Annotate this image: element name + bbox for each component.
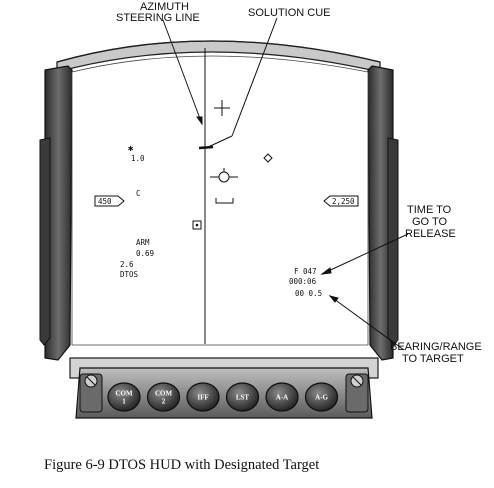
hud-star-value: 1.0	[131, 154, 145, 163]
azimuth-callout-line2: STEERING LINE	[116, 12, 200, 24]
panel-button-a-g[interactable]: A-G	[304, 382, 339, 412]
figure-caption: Figure 6-9 DTOS HUD with Designated Targ…	[44, 457, 319, 473]
panel-button-lst[interactable]: LST	[225, 382, 260, 412]
horizon-bracket	[215, 198, 234, 204]
left-knob[interactable]	[79, 373, 103, 413]
arm-label: ARM	[136, 238, 150, 247]
hud-star-symbol: ✱	[128, 144, 134, 154]
target-box	[192, 220, 202, 230]
target-designator-diamond	[263, 153, 273, 163]
left-frame-post	[44, 65, 73, 361]
release-f-value: F 047	[294, 267, 317, 276]
combiner-glass	[71, 55, 369, 346]
control-panel	[69, 357, 379, 419]
panel-button-label: IFF	[197, 394, 208, 402]
bearing-range-value: 00 0.5	[295, 289, 322, 298]
arm-value-2: 2.6	[120, 260, 134, 269]
callout-leaders	[162, 17, 409, 351]
right-knob[interactable]	[345, 373, 369, 413]
hud-c-label: C	[136, 189, 141, 198]
airspeed-value: 450	[98, 197, 112, 206]
time-callout-line1: TIME TO	[407, 204, 452, 216]
bearing-callout-line2: TO TARGET	[402, 353, 464, 365]
altitude-box	[323, 195, 359, 207]
panel-button-label: A-G	[315, 394, 328, 402]
time-callout-line3: RELEASE	[405, 228, 456, 240]
panel-button-a-a[interactable]: A-A	[265, 382, 299, 412]
callout-labels: AZIMUTH STEERING LINE SOLUTION CUE TIME …	[116, 1, 482, 365]
airspeed-box	[94, 195, 125, 207]
right-frame-post	[367, 65, 394, 361]
hud-frame	[39, 40, 399, 361]
hud-readouts: ✱ 1.0 450 2,250 C ARM 0.69 2.6 DTOS F 04…	[98, 144, 355, 298]
panel-button-iff[interactable]: IFF	[186, 382, 220, 412]
panel-button-label: A-A	[276, 394, 288, 402]
azimuth-callout-line1: AZIMUTH	[140, 1, 189, 13]
time-callout-line2: GO TO	[412, 216, 447, 228]
bearing-callout-line1: BEARING/RANGE	[390, 341, 482, 353]
panel-button-label: LST	[236, 394, 250, 402]
flight-path-marker	[210, 168, 238, 183]
aircraft-reference-cross	[214, 100, 230, 116]
arm-value-1: 0.69	[136, 249, 154, 258]
altitude-value: 2,250	[332, 197, 355, 206]
time-to-release-value: 000:06	[289, 277, 317, 286]
weapon-mode: DTOS	[120, 270, 139, 279]
solution-cue-callout: SOLUTION CUE	[248, 7, 331, 19]
